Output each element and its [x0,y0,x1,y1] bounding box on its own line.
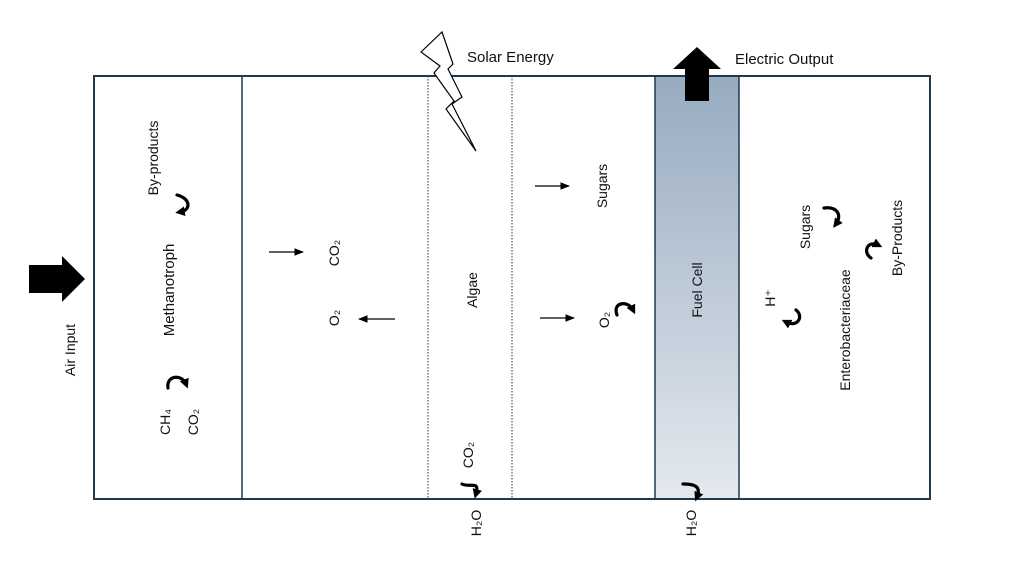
ch4-label: CH₄ [157,409,173,435]
o2-mid-label: O₂ [326,310,342,326]
curved-arrow-icon [681,482,704,502]
o2-right-label: O₂ [596,312,612,328]
co2-algae-label: CO₂ [460,442,476,468]
air-input-label: Air Input [62,324,78,376]
sugars-mid-label: Sugars [594,164,610,208]
sugars-right-label: Sugars [797,205,813,249]
byproducts-right-label: By-Products [889,200,905,276]
algae-label: Algae [464,272,480,308]
methanotroph-label: Methanotroph [161,244,178,337]
electric-output-label: Electric Output [735,51,834,68]
h2o-algae-label: H₂O [468,510,484,537]
co2-mid-label: CO₂ [326,240,342,266]
curved-arrow-icon [166,375,189,390]
curved-arrow-icon [781,308,802,329]
curved-arrow-icon [865,238,883,260]
co2-left-label: CO₂ [185,409,201,435]
solar-energy-label: Solar Energy [467,49,554,66]
h2o-fuel-label: H₂O [683,510,699,537]
fuel-cell-column [654,75,740,500]
curved-arrow-icon [822,206,843,228]
lightning-icon [420,30,477,152]
curved-arrow-icon [175,193,190,216]
electric-output-arrow-icon [673,47,721,101]
byproducts-left-label: By-products [145,121,161,196]
air-input-arrow-icon [29,256,85,302]
fuel-cell-label: Fuel Cell [689,262,705,317]
h-plus-label: H⁺ [762,289,778,307]
enterobacteriaceae-label: Enterobacteriaceae [837,269,853,391]
curved-arrow-icon [460,482,482,499]
curved-arrow-icon [614,302,636,317]
